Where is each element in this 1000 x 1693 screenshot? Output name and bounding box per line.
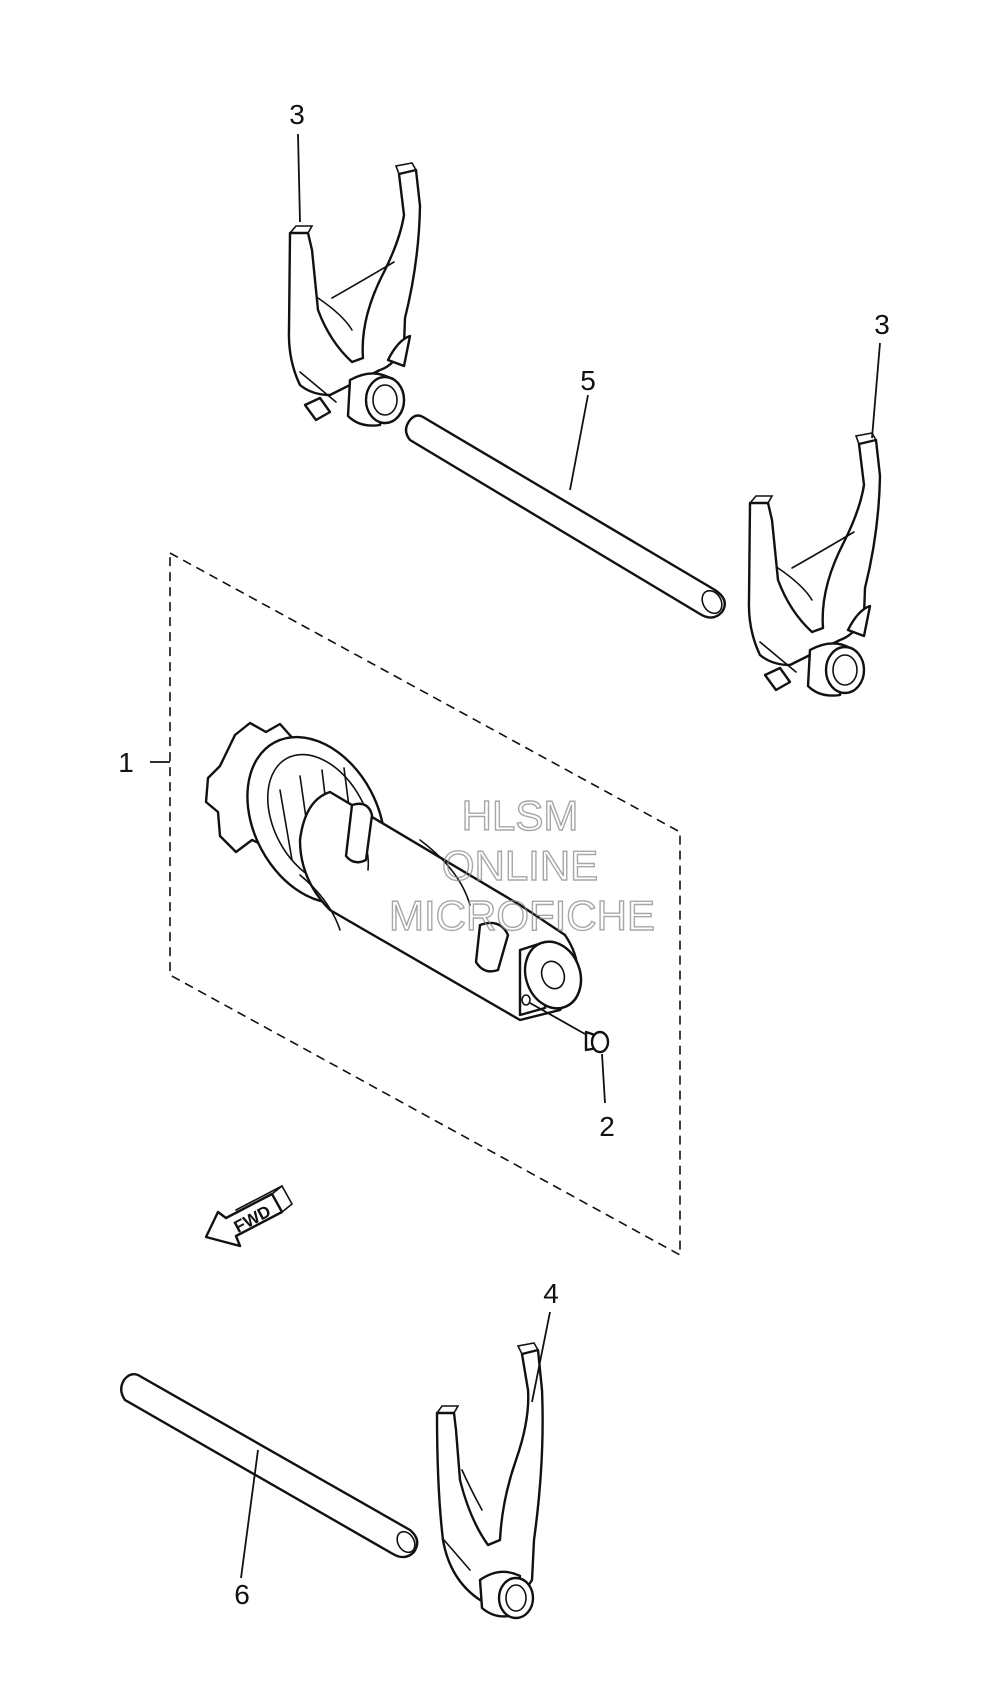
- callout-2: 2: [599, 1111, 615, 1142]
- leader-line-4: [531, 1311, 551, 1403]
- watermark-line-1: HLSM: [462, 792, 579, 839]
- forward-direction-arrow: FWD: [204, 1184, 294, 1248]
- shift-fork-3-right: [747, 432, 882, 697]
- leader-line-2: [601, 1053, 606, 1104]
- leader-line-3b: [871, 342, 881, 439]
- shift-fork-3-upper: [287, 162, 422, 427]
- callout-4: 4: [543, 1278, 559, 1309]
- leader-line-3a: [297, 133, 301, 223]
- watermark: HLSM ONLINE MICROFICHE: [388, 791, 655, 939]
- pin-2: [529, 1002, 610, 1054]
- shift-fork-shaft-5: [404, 414, 726, 619]
- watermark-line-2: ONLINE: [442, 842, 598, 889]
- watermark-line-3: MICROFICHE: [389, 892, 655, 939]
- shift-fork-shaft-6: [120, 1372, 419, 1559]
- callout-3-right: 3: [874, 309, 890, 340]
- shift-fork-4: [435, 1342, 544, 1620]
- callout-1: 1: [118, 747, 134, 778]
- leader-line-6: [240, 1449, 259, 1579]
- callout-5: 5: [580, 365, 596, 396]
- leader-line-5: [569, 394, 589, 491]
- shift-drum-assembly-1: [204, 721, 583, 1022]
- assembly-boundary: [169, 551, 681, 1257]
- callout-6: 6: [234, 1579, 250, 1610]
- callout-3-upper: 3: [289, 99, 305, 130]
